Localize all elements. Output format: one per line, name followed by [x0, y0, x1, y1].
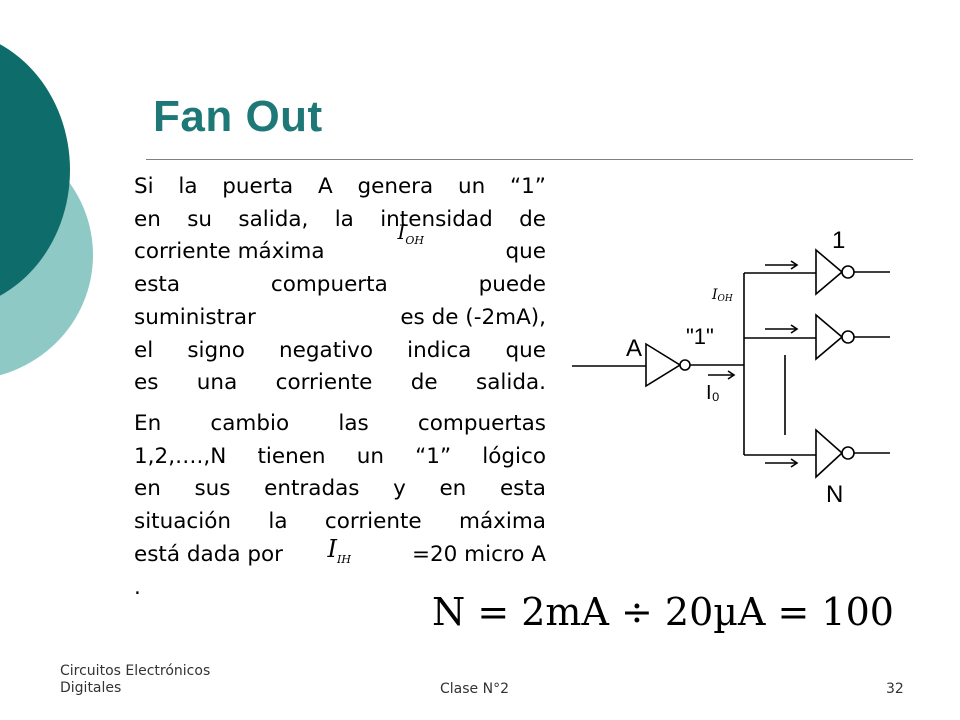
word: las	[338, 411, 369, 436]
word: la	[268, 509, 288, 535]
current-arrowhead-n	[790, 458, 799, 468]
p1-line-2: en su salida, la intensidad de	[134, 204, 546, 237]
p1-line-5: suministrar es de (-2mA),	[134, 302, 546, 335]
gate-2-bubble	[841, 330, 855, 344]
gate-n-label: N	[826, 481, 843, 508]
p2-line-4: situación la corriente máxima	[134, 506, 546, 539]
fanout-circuit-diagram: A "1" 1 N IOH I₀	[572, 227, 890, 508]
word: A	[317, 174, 333, 199]
word: el	[134, 337, 154, 363]
iih-sub: IH	[336, 552, 351, 566]
text-segment: es de (-2mA),	[400, 304, 546, 330]
current-arrowhead-io	[727, 370, 736, 380]
title-divider	[146, 159, 913, 160]
word: esta	[134, 272, 181, 298]
iih-symbol: IIH	[317, 535, 377, 572]
word: signo	[187, 337, 245, 363]
gate-a-bubble	[679, 359, 691, 371]
text-segment: corriente máxima	[134, 239, 325, 265]
word: compuerta	[270, 272, 388, 298]
word: en	[134, 476, 161, 502]
word: cambio	[210, 411, 290, 436]
decorative-circles	[0, 44, 93, 376]
text-segment: =20 micro A	[411, 541, 546, 567]
word: tienen	[257, 443, 326, 469]
word: negativo	[279, 337, 373, 363]
word: sus	[194, 476, 231, 502]
gate-n-bubble	[841, 446, 855, 460]
gate-1-triangle	[815, 248, 844, 296]
word: un	[457, 174, 486, 199]
word: puerta	[222, 174, 294, 199]
gate-a-triangle	[645, 342, 682, 388]
footer-page-number: 32	[886, 681, 904, 697]
footer-course-line-2: Digitales	[60, 680, 122, 696]
word: y	[393, 476, 406, 502]
text-segment: suministrar	[134, 304, 256, 330]
p1-line-1: Si la puerta A genera un “1”	[134, 171, 546, 204]
word: Si	[134, 174, 154, 199]
word: en	[439, 476, 467, 502]
fanout-equation: N = 2mA ÷ 20µA = 100	[432, 590, 894, 634]
footer-course: Circuitos Electrónicos Digitales	[60, 663, 210, 697]
ioh-sub: OH	[405, 234, 425, 248]
word: esta	[499, 476, 546, 502]
word: la	[334, 206, 354, 232]
p1-line-3: corriente máxima IOH que	[134, 220, 546, 269]
io-current-label: I₀	[706, 382, 720, 404]
word: la	[178, 174, 198, 199]
word: entradas	[264, 476, 360, 502]
p2-line-6: .	[134, 574, 141, 600]
output-value-label: "1"	[686, 324, 714, 349]
p1-line-6: el signo negativo indica que	[134, 335, 546, 368]
input-label-a: A	[626, 335, 642, 362]
word: 1,2,….,N	[134, 443, 227, 469]
word: puede	[478, 272, 546, 298]
iih-base: I	[327, 534, 337, 563]
word: compuertas	[417, 411, 546, 436]
paragraph-2: En cambio las compuertas 1,2,….,N tienen…	[134, 408, 546, 604]
current-arrowhead-1	[790, 260, 799, 270]
word: genera	[357, 174, 434, 199]
text-segment: está dada por	[134, 541, 283, 567]
slide-title: Fan Out	[153, 92, 323, 141]
ioh-current-label: IOH	[711, 287, 733, 304]
footer-course-line-1: Circuitos Electrónicos	[60, 663, 211, 679]
word: En	[134, 411, 162, 436]
dark-teal-circle	[0, 44, 70, 296]
ioh-base: I	[397, 220, 406, 245]
p2-line-3: en sus entradas y en esta	[134, 473, 546, 506]
p1-line-7: es una corriente de salida.	[134, 370, 546, 396]
word: máxima	[459, 509, 546, 535]
word: “1”	[415, 443, 452, 469]
footer-class: Clase N°2	[440, 681, 509, 697]
word: de	[519, 206, 546, 232]
word: en	[134, 206, 161, 232]
word: “1”	[509, 174, 546, 199]
word: un	[356, 443, 384, 469]
word: corriente	[324, 509, 422, 535]
gate-n-triangle	[815, 428, 844, 479]
p1-line-4: esta compuerta puede	[134, 269, 546, 302]
paragraph-1: Si la puerta A genera un “1” en su salid…	[134, 171, 546, 400]
ioh-symbol: IOH	[378, 220, 453, 269]
gate-1-label: 1	[832, 227, 845, 254]
p2-line-2: 1,2,….,N tienen un “1” lógico	[134, 441, 546, 474]
text-segment: que	[505, 239, 546, 265]
word: salida,	[238, 206, 309, 232]
p2-line-5: está dada por IIH =20 micro A	[134, 535, 546, 572]
gate-1-bubble	[841, 265, 855, 279]
p2-line-1: En cambio las compuertas	[134, 408, 546, 441]
gate-2-triangle	[815, 313, 844, 361]
current-arrowhead-2	[790, 324, 799, 334]
word: situación	[134, 509, 231, 535]
word: lógico	[482, 443, 546, 469]
ioh-current-sub: OH	[718, 294, 733, 304]
word: su	[187, 206, 213, 232]
word: indica	[407, 337, 472, 363]
word: intensidad	[380, 206, 493, 232]
word: que	[505, 337, 546, 363]
ioh-current-base: I	[711, 287, 718, 303]
